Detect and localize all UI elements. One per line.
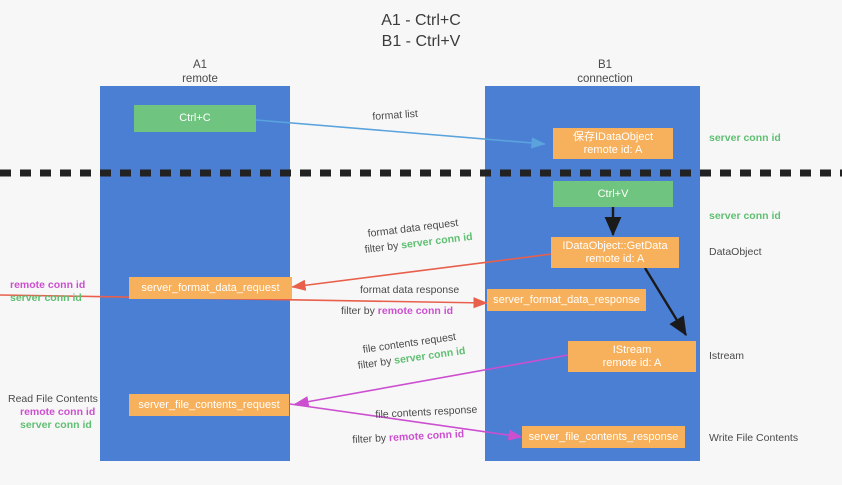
annotation-remote-conn-id: remote conn id (10, 279, 86, 291)
label-file-contents-response-filter: filter by remote conn id (352, 428, 465, 447)
annotation-server-conn-id: server conn id (20, 419, 92, 431)
filter-value-remote-conn-id: remote conn id (377, 305, 454, 317)
box-istream[interactable]: IStream remote id: A (568, 341, 696, 372)
annotation-server-conn-id-second: server conn id (709, 210, 781, 222)
annotation-server-conn-id: server conn id (10, 292, 82, 304)
box-idataobject[interactable]: 保存IDataObject remote id: A (553, 128, 673, 159)
annotation-server-conn-id-top: server conn id (709, 132, 781, 144)
box-server-file-contents-request[interactable]: server_file_contents_request (129, 394, 289, 416)
box-server-format-data-response[interactable]: server_format_data_response (487, 289, 646, 311)
annotation-read-file-contents-group: Read File Contents remote conn id server… (8, 393, 98, 432)
label-format-list: format list (372, 107, 419, 123)
box-server-file-contents-response[interactable]: server_file_contents_response (522, 426, 685, 448)
page-title: A1 - Ctrl+C B1 - Ctrl+V (381, 12, 461, 50)
box-server-format-data-request[interactable]: server_format_data_request (129, 277, 292, 299)
filter-prefix: filter by (357, 354, 396, 372)
annotation-read-file-contents: Read File Contents (8, 393, 98, 405)
box-ctrl-c[interactable]: Ctrl+C (134, 105, 256, 132)
label-format-data-response-filter: filter by remote conn id (341, 305, 453, 318)
filter-prefix: filter by (364, 239, 402, 256)
annotation-istream: Istream (709, 350, 745, 362)
annotation-remote-conn-id: remote conn id (20, 406, 96, 418)
label-format-data-response: format data response (360, 284, 460, 296)
lane-header-b1: B1 connection (577, 59, 633, 85)
annotation-dataobject: DataObject (709, 246, 762, 258)
box-idataobject-getdata[interactable]: IDataObject::GetData remote id: A (551, 237, 679, 268)
annotation-format-conn-ids: remote conn id server conn id (10, 279, 85, 305)
filter-prefix: filter by (352, 432, 390, 446)
label-file-contents-response: file contents response (375, 403, 478, 421)
box-ctrl-v[interactable]: Ctrl+V (553, 181, 673, 207)
lane-header-a1: A1 remote (182, 59, 218, 85)
filter-value-remote-conn-id: remote conn id (388, 428, 465, 445)
annotation-write-file-contents: Write File Contents (709, 432, 799, 444)
filter-prefix: filter by (341, 305, 378, 317)
